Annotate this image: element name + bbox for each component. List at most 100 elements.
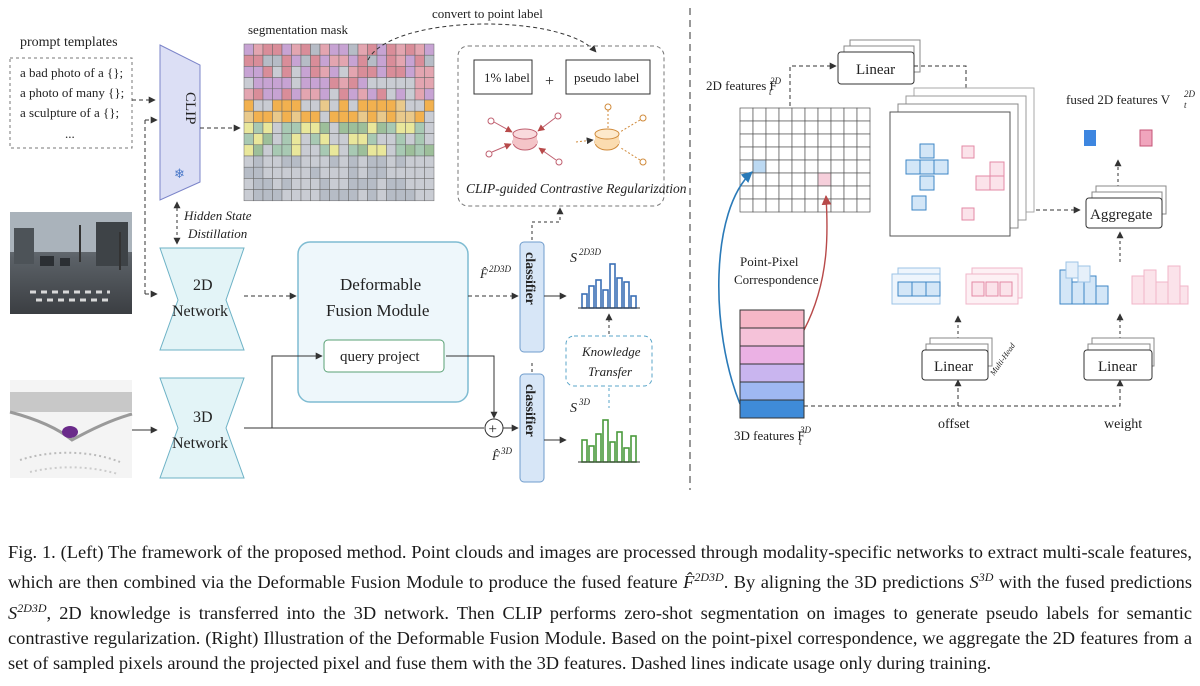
mask-cell: [424, 99, 435, 112]
mask-cell: [310, 178, 321, 190]
mask-cell: [405, 43, 416, 56]
mask-cell: [300, 110, 311, 123]
mask-cell: [319, 133, 330, 146]
mask-cell: [424, 110, 435, 123]
mask-cell: [243, 144, 254, 157]
mask-cell: [386, 189, 397, 202]
mask-cell: [253, 66, 264, 78]
mask-cell: [272, 133, 283, 146]
feature-cell: [752, 185, 767, 200]
feature-cell: [778, 146, 793, 161]
mask-cell: [272, 110, 283, 123]
network-2d: [159, 247, 245, 351]
network-2d-subtitle: Network: [172, 303, 228, 320]
feature-cell: [856, 120, 871, 135]
sampled-blue-pixels: [905, 143, 949, 211]
mask-cell: [262, 133, 273, 146]
mask-cell: [357, 133, 368, 146]
mask-cell: [414, 133, 425, 146]
mask-cell: [281, 189, 292, 202]
mask-cell: [424, 43, 435, 56]
feature-cell: [752, 172, 767, 187]
mask-cell: [319, 99, 330, 112]
mask-cell: [262, 122, 273, 134]
mask-cell: [367, 88, 378, 101]
network-3d-subtitle: Network: [172, 435, 228, 452]
prediction-bar: [595, 433, 602, 463]
mask-cell: [310, 122, 321, 134]
mask-cell: [348, 66, 359, 78]
mask-cell: [291, 99, 302, 112]
mask-cell: [281, 110, 292, 123]
feature-cell: [778, 159, 793, 174]
mask-cell: [424, 54, 435, 67]
contrastive-orange-cluster-icon: [575, 103, 647, 166]
mask-cell: [348, 110, 359, 123]
mask-cell: [281, 133, 292, 146]
mask-cell: [272, 122, 283, 134]
feature-cell: [804, 107, 819, 122]
mask-cell: [319, 88, 330, 101]
features-3d-label: 3D features F: [734, 428, 805, 443]
mask-cell: [338, 178, 349, 190]
caption-s3d: S: [969, 572, 979, 593]
transfer-label: Transfer: [588, 364, 633, 379]
mask-cell: [272, 66, 283, 78]
prediction-bar: [595, 279, 602, 309]
s3d-histogram: [578, 419, 640, 463]
prediction-bar: [588, 445, 595, 463]
linear-offset-box: [921, 349, 989, 381]
s3d-symbol: S: [570, 401, 577, 416]
feature-cell: [804, 172, 819, 187]
mask-cell: [319, 166, 330, 179]
mask-cell: [405, 88, 416, 101]
caption-s3d-sup: 3D: [978, 570, 994, 585]
mask-cell: [376, 166, 387, 179]
prediction-bar: [623, 447, 630, 463]
mask-cell: [376, 133, 387, 146]
feature-cell: [830, 146, 845, 161]
mask-cell: [329, 155, 340, 168]
feature-cell: [791, 107, 806, 122]
prompt-line-2: a photo of many {};: [20, 85, 124, 100]
mask-cell: [424, 77, 435, 90]
features-2d-sup: 2D: [770, 76, 782, 86]
mask-cell: [329, 144, 340, 157]
mask-cell: [243, 133, 254, 146]
feature-cell: [765, 107, 780, 122]
mask-cell: [300, 155, 311, 168]
mask-cell: [348, 178, 359, 190]
mask-cell: [291, 43, 302, 56]
linear-offset-label: Linear: [934, 359, 973, 375]
mask-cell: [291, 88, 302, 101]
mask-cell: [338, 166, 349, 179]
feature-cell: [778, 120, 793, 135]
mask-cell: [281, 54, 292, 67]
mask-cell: [300, 122, 311, 134]
feature-cell: [752, 133, 767, 148]
feature-cell: [856, 198, 871, 213]
feature-cell: [752, 198, 767, 213]
mask-cell: [348, 54, 359, 67]
mask-cell: [367, 144, 378, 157]
offset-blue-tiles: [891, 267, 941, 305]
linear-top-box: [837, 51, 915, 85]
mask-cell: [272, 43, 283, 56]
feature-cell: [817, 146, 832, 161]
snowflake-icon: ❄: [174, 167, 185, 182]
fused-pink-vector: [1139, 129, 1153, 147]
linear-weight-box: [1083, 349, 1153, 381]
dfm-title: Deformable: [340, 275, 421, 294]
mask-cell: [262, 166, 273, 179]
feature-cell: [791, 146, 806, 161]
feature-cell: [778, 185, 793, 200]
mask-cell: [414, 189, 425, 202]
mask-cell: [348, 155, 359, 168]
prediction-bar: [630, 295, 637, 309]
mask-cell: [424, 122, 435, 134]
mask-cell: [338, 110, 349, 123]
segmentation-mask-grid: [243, 43, 435, 202]
pseudo-label: pseudo label: [574, 70, 640, 85]
features-2d-grid: [739, 107, 871, 213]
mask-cell: [338, 88, 349, 101]
